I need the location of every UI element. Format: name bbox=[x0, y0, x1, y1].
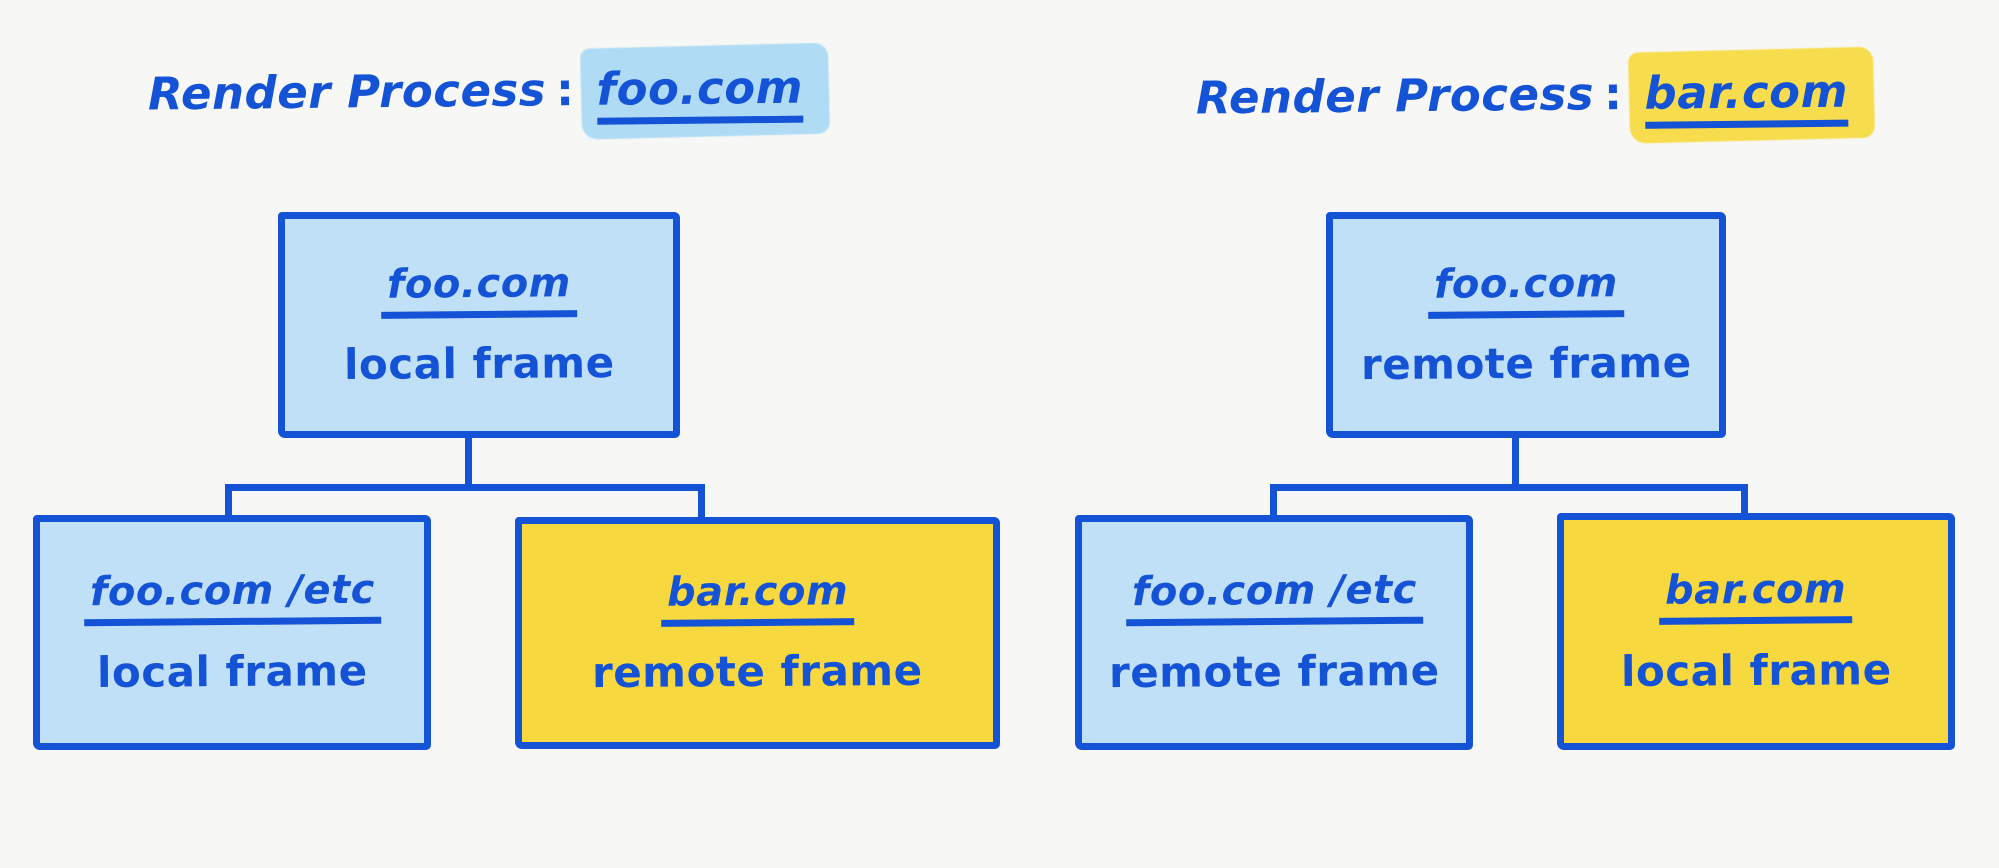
render-process-title-right: Render Process : bar.com bbox=[1195, 46, 1876, 144]
connector-bar-right bbox=[1270, 484, 1748, 491]
frame-box-left-child1[interactable]: foo.com /etc local frame bbox=[33, 515, 431, 750]
connector-drop-left-child1 bbox=[225, 484, 232, 519]
frame-url-right-root: foo.com bbox=[1427, 260, 1625, 319]
render-process-label-left: Render Process bbox=[147, 63, 547, 121]
connector-bar-left bbox=[225, 484, 705, 491]
frame-kind-right-root: remote frame bbox=[1360, 338, 1692, 390]
frame-url-left-child1: foo.com /etc bbox=[83, 567, 381, 627]
frame-kind-left-child2: remote frame bbox=[592, 646, 923, 698]
connector-drop-left-child2 bbox=[698, 484, 705, 521]
title-domain-wrap-left: foo.com bbox=[579, 42, 831, 140]
title-domain-wrap-right: bar.com bbox=[1627, 46, 1876, 144]
frame-box-right-root[interactable]: foo.com remote frame bbox=[1326, 212, 1726, 438]
connector-drop-right-child2 bbox=[1741, 484, 1748, 519]
frame-box-left-root[interactable]: foo.com local frame bbox=[278, 212, 680, 438]
frame-kind-right-child1: remote frame bbox=[1108, 645, 1440, 698]
frame-box-right-child1[interactable]: foo.com /etc remote frame bbox=[1075, 515, 1473, 750]
frame-kind-left-child1: local frame bbox=[96, 645, 368, 697]
connector-stem-left bbox=[465, 438, 472, 490]
frame-url-left-root: foo.com bbox=[380, 260, 578, 319]
frame-box-right-child2[interactable]: bar.com local frame bbox=[1557, 513, 1955, 750]
render-process-label-right: Render Process bbox=[1195, 67, 1595, 125]
title-domain-left: foo.com bbox=[596, 60, 804, 125]
connector-drop-right-child1 bbox=[1270, 484, 1277, 519]
frame-kind-right-child2: local frame bbox=[1620, 644, 1892, 696]
frame-kind-left-root: local frame bbox=[343, 338, 615, 390]
frame-url-right-child1: foo.com /etc bbox=[1125, 567, 1423, 627]
render-process-title-left: Render Process : foo.com bbox=[147, 42, 831, 140]
frame-box-left-child2[interactable]: bar.com remote frame bbox=[515, 517, 1000, 749]
frame-url-left-child2: bar.com bbox=[660, 568, 855, 627]
title-domain-right: bar.com bbox=[1644, 64, 1849, 129]
connector-stem-right bbox=[1512, 438, 1519, 490]
frame-url-right-child2: bar.com bbox=[1659, 566, 1853, 625]
